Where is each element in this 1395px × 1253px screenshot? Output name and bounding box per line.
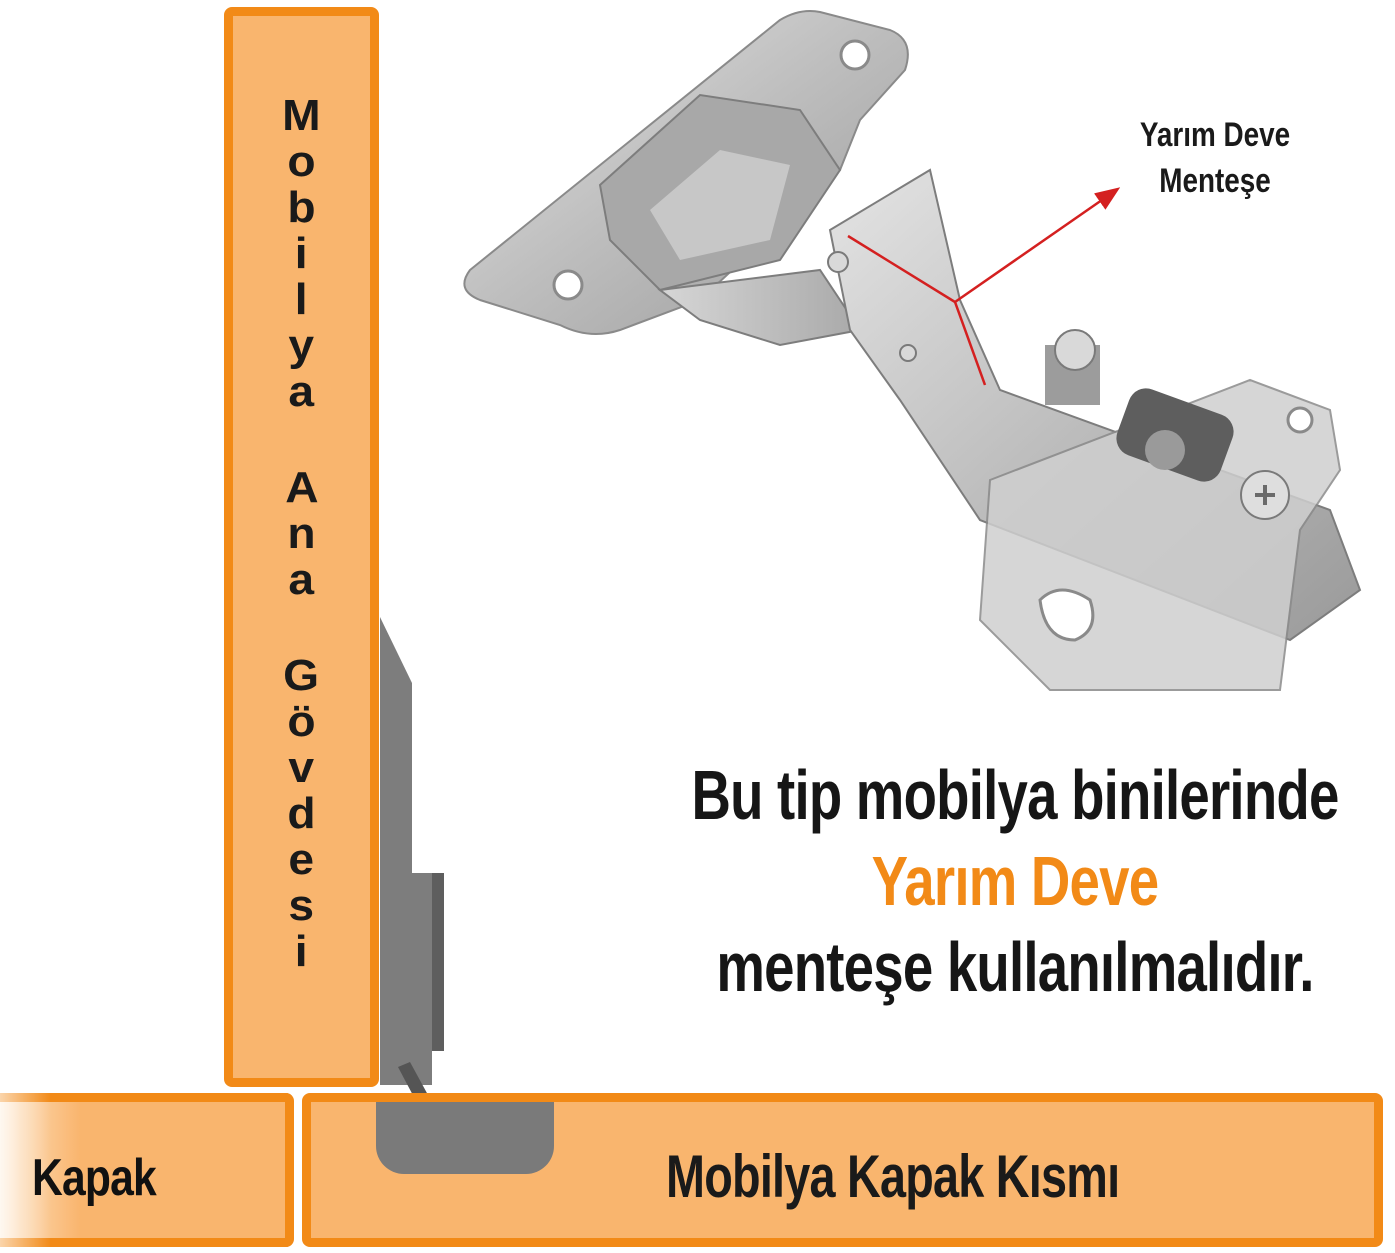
hinge-schematic [380,617,444,1101]
hinge-cup-shape [376,1102,554,1174]
hinge-annotation-label: Yarım Deve Menteşe [1139,116,1291,200]
headline-line-1: Bu tip mobilya binilerinde [691,756,1339,834]
cabinet-body-panel: M o b i l y a A n a G ö v d e s i [224,7,379,1087]
headline-accent: Yarım Deve [871,842,1159,920]
door-left-label: Kapak [32,1149,157,1207]
cabinet-body-label: M o b i l y a A n a G ö v d e s i [282,91,321,976]
headline-line-3: menteşe kullanılmalıdır. [716,928,1314,1006]
door-right-panel: Mobilya Kapak Kısmı [302,1093,1383,1247]
door-right-label: Mobilya Kapak Kısmı [666,1143,1120,1210]
hinge-photo [463,10,1362,691]
door-left-panel: Kapak [0,1093,294,1247]
headline: Bu tip mobilya binilerinde Yarım Deve me… [600,752,1395,1010]
